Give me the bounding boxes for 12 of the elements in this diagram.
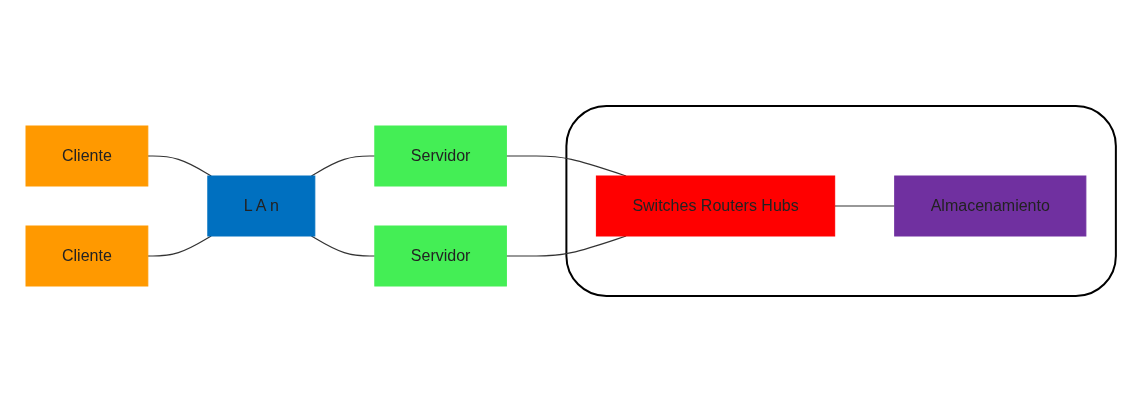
connector <box>146 234 212 257</box>
node-box: Cliente <box>25 125 148 186</box>
connector <box>310 234 375 257</box>
node-box: Almacenamiento <box>893 175 1086 236</box>
node-box: L A n <box>206 175 315 236</box>
connector <box>505 234 627 257</box>
connector <box>146 154 212 177</box>
node-box: Servidor <box>373 225 507 286</box>
cluster <box>564 104 1117 297</box>
node-box: Switches Routers Hubs <box>595 175 835 236</box>
node-box: Cliente <box>25 225 148 286</box>
node-box: Servidor <box>373 125 507 186</box>
